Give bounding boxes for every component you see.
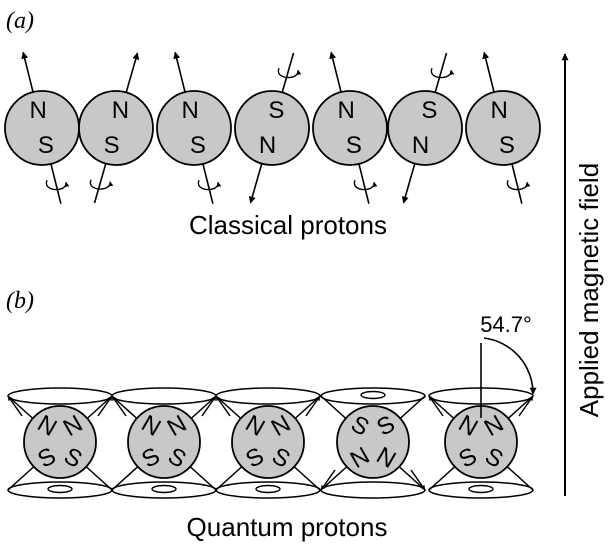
spin-arrow-left [111, 395, 127, 417]
classical-proton: NS [78, 52, 154, 204]
classical-proton: NS [312, 51, 388, 204]
proton-sphere [156, 90, 232, 166]
precession-curl [197, 180, 222, 191]
panel-a-label: (a) [6, 8, 34, 34]
classical-caption: Classical protons [189, 210, 387, 240]
pole-label-bottom: N [259, 132, 276, 159]
classical-proton: NS [156, 51, 232, 204]
cone-top-rim [320, 387, 426, 405]
precession-curl [506, 180, 531, 191]
angle-arc-arrow [483, 337, 537, 395]
spin-arrow-left [7, 395, 23, 417]
spin-arrow-right [410, 469, 426, 491]
cone-top-rim [215, 387, 321, 405]
spin-arrow-right [201, 395, 217, 417]
classical-proton: NS [465, 51, 541, 204]
cone-bottom-rim [320, 481, 426, 499]
cone-bottom-rim [111, 481, 217, 499]
pole-label-bottom: S [499, 132, 515, 159]
pole-label-bottom: N [412, 132, 429, 159]
angle-annotation: 54.7° [480, 312, 537, 418]
pole-label-bottom: S [190, 132, 206, 159]
precession-curl [468, 484, 494, 494]
pole-label-top: N [337, 97, 354, 124]
spin-arrow-right [518, 395, 534, 417]
precession-curl [277, 67, 302, 79]
pole-label-top: N [112, 97, 129, 124]
applied-field-indicator: Applied magnetic field [561, 53, 604, 496]
proton-sphere [312, 90, 388, 166]
proton-sphere [336, 405, 410, 479]
cone-bottom-rim [215, 481, 321, 499]
precession-curl [89, 179, 114, 190]
pole-label-bottom: S [38, 132, 54, 159]
spin-arrow-right [97, 395, 113, 417]
proton-sphere [23, 405, 97, 479]
precession-curl [45, 180, 70, 191]
cone-bottom-rim [7, 481, 113, 499]
cone-top-rim [111, 387, 217, 405]
angle-label: 54.7° [480, 312, 532, 337]
proton-sphere [78, 90, 154, 166]
spin-arrow-left [320, 469, 336, 491]
pole-label-top: N [29, 97, 46, 124]
pole-label-top: N [181, 97, 198, 124]
pole-label-bottom: S [346, 132, 362, 159]
classical-proton: SN [234, 52, 310, 204]
proton-sphere [234, 90, 310, 166]
pole-label-top: S [421, 97, 437, 124]
classical-proton: NS [4, 51, 80, 204]
cone-bottom-rim [428, 481, 534, 499]
proton-sphere [465, 90, 541, 166]
proton-sphere [231, 405, 305, 479]
field-label: Applied magnetic field [574, 163, 604, 417]
precession-curl [151, 484, 177, 494]
quantum-caption: Quantum protons [187, 512, 388, 542]
pole-label-bottom: S [104, 132, 120, 159]
proton-sphere [387, 90, 463, 166]
pole-label-top: S [268, 97, 284, 124]
classical-proton: SN [387, 52, 463, 204]
precession-curl [47, 484, 73, 494]
spin-arrow-left [428, 395, 444, 417]
proton-sphere [127, 405, 201, 479]
panel-b-label: (b) [6, 288, 34, 314]
cone-top-rim [7, 387, 113, 405]
spin-arrow-right [305, 395, 321, 417]
precession-curl [255, 484, 281, 494]
precession-curl [353, 180, 378, 191]
precession-curl [430, 67, 455, 79]
precession-curl [360, 390, 386, 400]
spin-arrow-left [215, 395, 231, 417]
pole-label-top: N [490, 97, 507, 124]
